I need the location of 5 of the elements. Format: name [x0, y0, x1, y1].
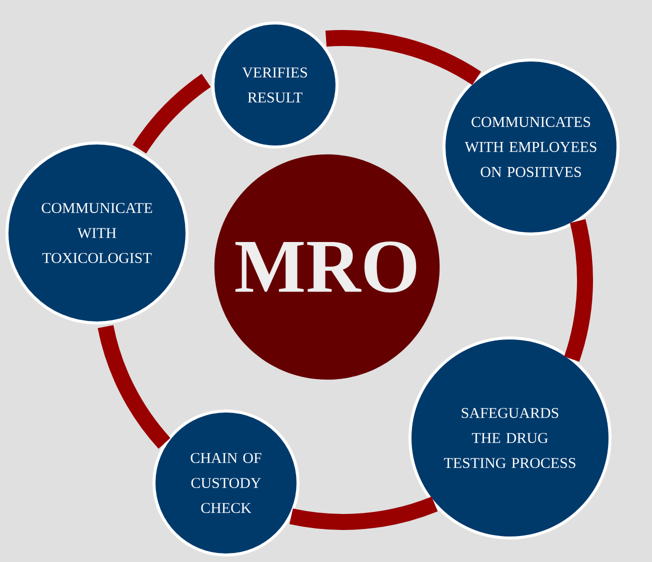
ring-arc [290, 496, 438, 530]
ring-arc [326, 30, 481, 86]
ring-arc [132, 74, 211, 154]
ring-arc [564, 219, 593, 362]
ring-arc [98, 324, 170, 449]
